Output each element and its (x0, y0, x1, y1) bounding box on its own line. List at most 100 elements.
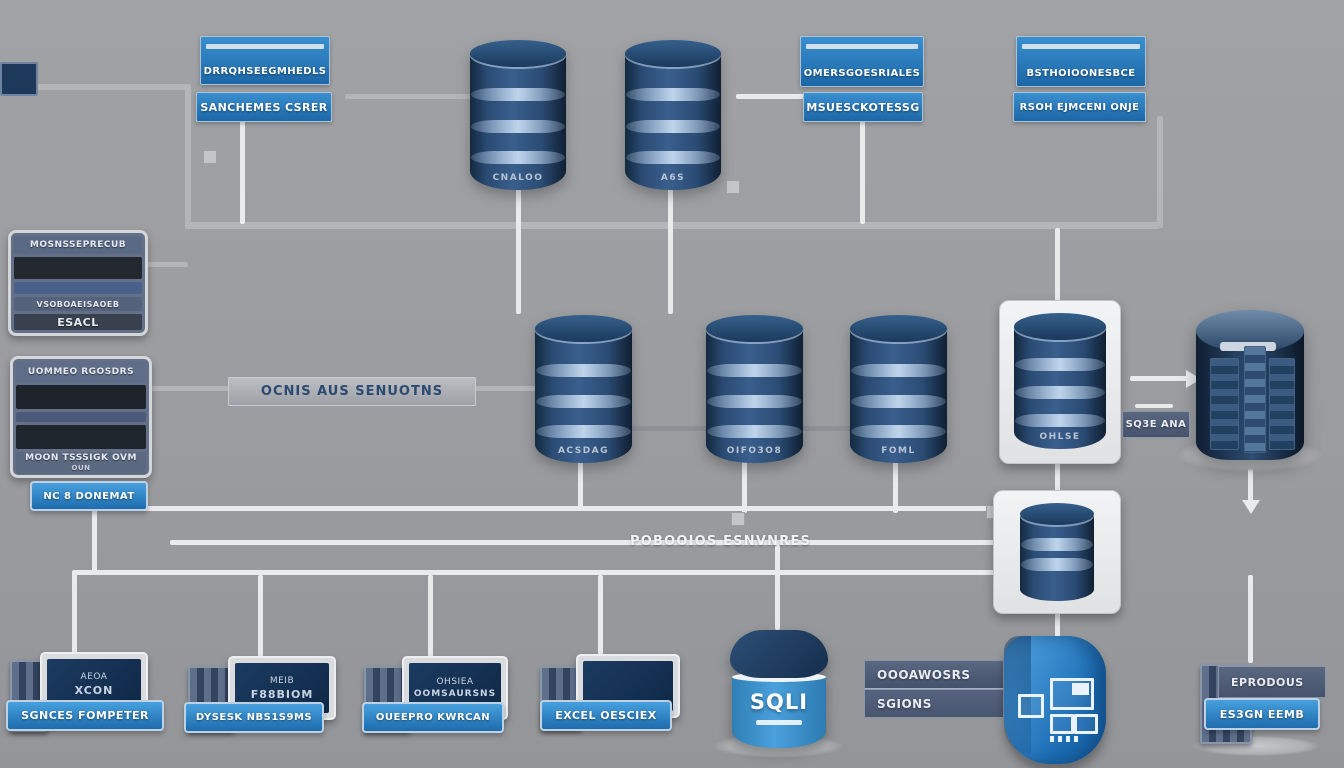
connector-line (185, 84, 191, 229)
left-panel-1: MOSNSSEPRECUB VSOBOAEISAOEB ESACL (8, 230, 148, 336)
tower-label: SQ3E ANA (1122, 411, 1190, 438)
sql-label: SQLI (749, 690, 809, 714)
arrow-down-icon (1242, 500, 1260, 514)
connector-line (1135, 404, 1173, 408)
connector-line (893, 458, 898, 513)
cylinder-label: A6S (660, 173, 686, 183)
monitor-label-bar: OUEEPRO KWRCAN (362, 702, 504, 733)
cylinder-top (850, 315, 947, 342)
pill-label: NC 8 DONEMAT (30, 481, 148, 511)
label-box-top-right-1: OMERSGOESRIALES (800, 36, 924, 87)
module-icon (1050, 714, 1074, 734)
label-text: SANCHEMES CSRER (200, 100, 328, 114)
connector-line (1055, 460, 1060, 494)
monitor-label-bar: SGNCES FOMPETER (6, 700, 164, 731)
connector-line (140, 262, 188, 267)
cylinder-label: CNALOO (492, 173, 544, 183)
connector-line (598, 575, 603, 655)
database-card: OHLSE (999, 300, 1121, 464)
cylinder-top (625, 40, 721, 67)
panel-header: UOMMEO RGOSDRS (16, 362, 146, 382)
panel-dark-row (16, 385, 146, 409)
sql-database-cylinder: SQLI (730, 630, 828, 748)
panel-footer: ESACL (14, 314, 142, 330)
panel-accent-row (14, 282, 142, 294)
label-text: BSTHOIOONESBCE (1026, 68, 1136, 79)
connector-line (92, 506, 97, 574)
security-appliance (1004, 636, 1106, 764)
database-card (993, 490, 1121, 614)
panel-dark-row (14, 257, 142, 279)
module-icon (1074, 714, 1098, 734)
corner-chip (0, 62, 38, 96)
connector-line (1157, 116, 1163, 228)
cylinder-label: ACSDAG (557, 446, 610, 456)
connector-line (258, 575, 263, 657)
connector-line (1248, 575, 1253, 663)
left-panel-2: UOMMEO RGOSDRS MOON TSSSIGK OVM OUN (10, 356, 152, 478)
connector-line (1248, 458, 1253, 502)
dual-label-top: OOOAWOSRS (864, 660, 1004, 690)
connector-line (240, 120, 245, 224)
cylinder-top (706, 315, 803, 342)
panel-footnote: OUN (71, 464, 91, 472)
cylinder-label: OIFO3O8 (726, 446, 783, 456)
label-text: DRRQHSEEGMHEDLS (203, 66, 327, 77)
cylinder-top (1014, 313, 1106, 340)
connector-line (1130, 376, 1188, 381)
label-box-top-right-3: BSTHOIOONESBCE (1016, 36, 1146, 87)
database-cylinder: ACSDAG (535, 315, 632, 463)
database-cylinder: FOML (850, 315, 947, 463)
panel-footer: MOON TSSSIGK OVM (25, 453, 137, 463)
connector-line (630, 426, 710, 431)
connector-line (75, 570, 994, 575)
cylinder-label: OHLSE (1039, 432, 1081, 442)
bottom-right-label-top: EPRODOUS (1218, 666, 1326, 698)
connector-line (1055, 228, 1060, 302)
connector-line (15, 84, 187, 90)
bottom-right-label-bottom: ES3GN EEMB (1204, 698, 1320, 730)
database-cylinder: OIFO3O8 (706, 315, 803, 463)
monitor-label-bar: EXCEL OESCIEX (540, 700, 672, 731)
screen-icon (1050, 678, 1094, 710)
window-icon (1018, 694, 1044, 718)
dots-icon (1050, 736, 1082, 742)
label-box-top-right-2: MSUESCKOTESSG (803, 92, 923, 122)
junction-connector (731, 512, 745, 526)
cylinder-label: FOML (881, 446, 916, 456)
database-cylinder: OHLSE (1014, 313, 1106, 449)
panel-row-label: VSOBOAEISAOEB (14, 297, 142, 311)
connector-line (775, 545, 780, 630)
connector-line (470, 386, 542, 391)
label-box-top-right-4: RSOH EJMCENI ONJE (1013, 92, 1146, 122)
tower-rack (1269, 358, 1296, 450)
connector-line (860, 120, 865, 224)
tower-rack (1210, 358, 1240, 450)
database-cylinder (1020, 503, 1094, 601)
bus-label: POBOOIOS ESNVNRES (630, 534, 812, 549)
cylinder-top (1020, 503, 1094, 525)
monitor-label-bar: DYSESK NBS1S9MS (184, 702, 324, 733)
connector-line (1055, 610, 1060, 640)
connector-line (428, 575, 433, 657)
connector-line (345, 94, 473, 99)
panel-accent-row (16, 412, 146, 422)
connector-line (798, 426, 856, 431)
junction-connector (203, 150, 217, 164)
label-box-top-left-1: DRRQHSEEGMHEDLS (200, 36, 330, 85)
connector-line (668, 186, 673, 314)
junction-connector (726, 180, 740, 194)
connector-line (72, 570, 77, 656)
panel-header: MOSNSSEPRECUB (14, 236, 142, 254)
connector-line (95, 506, 993, 511)
connector-line (736, 94, 806, 99)
server-tower (1196, 310, 1304, 460)
label-text: MSUESCKOTESSG (806, 100, 920, 114)
label-text: RSOH EJMCENI ONJE (1019, 101, 1140, 113)
cylinder-top (535, 315, 632, 342)
label-text: OMERSGOESRIALES (803, 68, 921, 79)
dual-label-bottom: SGIONS (864, 689, 1004, 718)
panel-dark-row (16, 425, 146, 449)
sql-underline (756, 720, 802, 725)
